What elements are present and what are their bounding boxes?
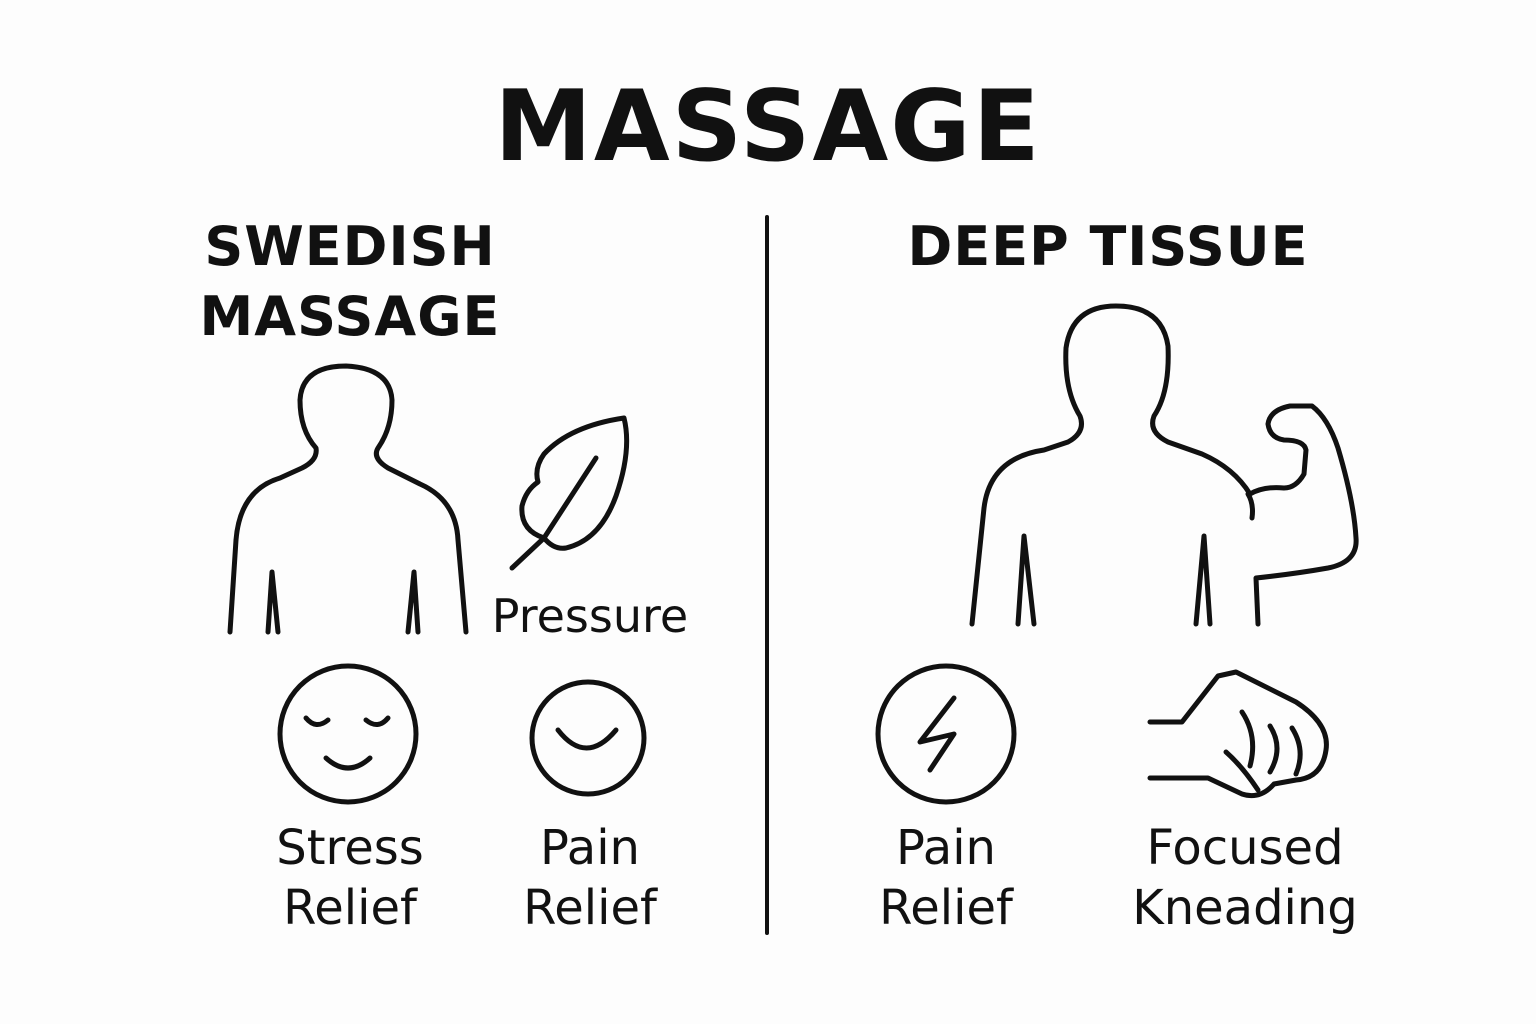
stress-relief-line2: Relief (283, 880, 417, 936)
deep-tissue-pain-relief-line1: Pain (896, 820, 996, 876)
swedish-pain-relief-line1: Pain (540, 820, 640, 876)
feather-icon (509, 415, 630, 571)
swedish-heading-line2: MASSAGE (199, 285, 501, 348)
deep-tissue-heading: DEEP TISSUE (907, 215, 1309, 278)
swedish-pain-relief-line2: Relief (523, 880, 657, 936)
deep-tissue-pain-relief-label: Pain Relief (846, 818, 1046, 938)
focused-kneading-line2: Kneading (1132, 880, 1358, 936)
lightning-icon (875, 663, 1017, 805)
kneading-hand-icon (1147, 669, 1329, 799)
swedish-heading-line1: SWEDISH (204, 215, 496, 278)
stress-relief-label: Stress Relief (240, 818, 460, 938)
torso-icon (227, 363, 469, 635)
stress-relief-line1: Stress (276, 820, 424, 876)
muscular-torso-icon (969, 303, 1359, 627)
calm-smile-icon (529, 679, 647, 797)
focused-kneading-line1: Focused (1146, 820, 1344, 876)
deep-tissue-pain-relief-line2: Relief (879, 880, 1013, 936)
focused-kneading-label: Focused Kneading (1100, 818, 1390, 938)
relaxed-face-icon (277, 663, 419, 805)
center-divider (765, 215, 769, 935)
swedish-pain-relief-label: Pain Relief (490, 818, 690, 938)
swedish-heading: SWEDISH MASSAGE (150, 212, 550, 352)
page-title: MASSAGE (494, 70, 1042, 184)
pressure-label: Pressure (491, 589, 689, 643)
